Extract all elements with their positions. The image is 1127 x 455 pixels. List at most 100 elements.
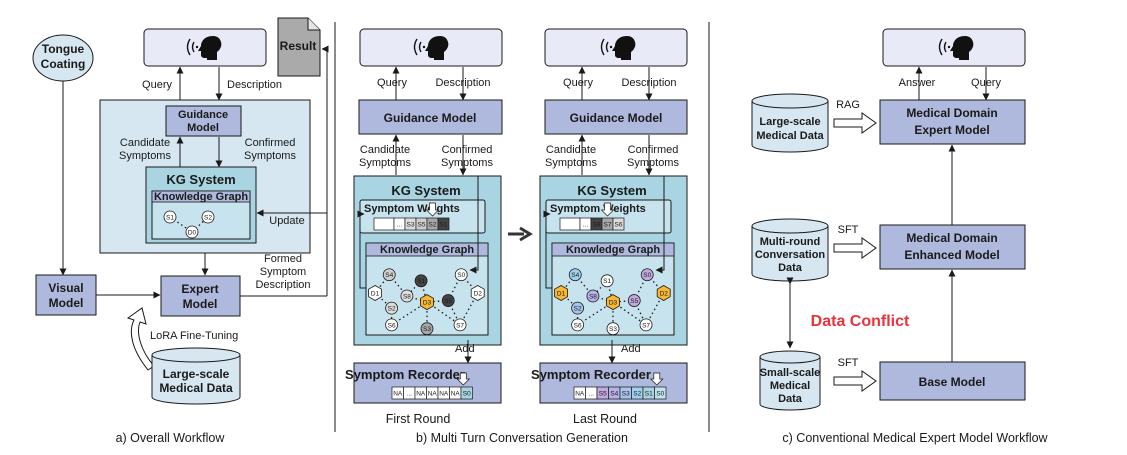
multi-label-3: Data [778, 262, 803, 274]
multi-label-2: Conversation [755, 249, 826, 261]
base-label: Base Model [919, 375, 986, 389]
node-label: S6 [574, 322, 582, 329]
disease-node [420, 294, 434, 311]
node-label: D3 [609, 299, 618, 306]
expert-model-a [160, 275, 241, 317]
svg-text:D0: D0 [188, 230, 197, 237]
recorder-cell-label: S0 [656, 391, 664, 398]
expert-label-2: Model [183, 297, 218, 311]
multi-label-1: Multi-round [760, 236, 820, 248]
visual-model [35, 274, 97, 316]
enhanced-model-c [879, 224, 1026, 270]
recorder-cell-label: NA [451, 391, 461, 398]
svg-text:S1: S1 [166, 215, 174, 222]
query-label-b2: Query [563, 77, 593, 89]
node-label: D2 [660, 290, 669, 297]
description-label-a: Description [227, 79, 282, 91]
confirmed-label-2: Symptoms [244, 150, 296, 162]
weight-cell-label: S3 [407, 222, 415, 229]
add-label-b1: Add [455, 343, 475, 355]
knowledge-graph-label-b2: Knowledge Graph [566, 244, 660, 256]
rag-label: RAG [836, 99, 860, 111]
caption-a: a) Overall Workflow [116, 431, 226, 445]
symptom-node [441, 294, 455, 307]
result-document-icon: Result [277, 17, 321, 77]
node-label: D1 [557, 290, 566, 297]
graph-edge [592, 295, 614, 303]
candidate-b1-1: Candidate [360, 144, 410, 156]
disease-node [368, 285, 382, 301]
query-label-b1: Query [377, 77, 407, 89]
expert-model-c [879, 99, 1026, 145]
recorder-cell-label: NA [416, 391, 426, 398]
large-data-label-1: Large-scale [759, 116, 820, 128]
candidate-b2-2: Symptoms [545, 157, 597, 169]
recorder-arrow-icon [649, 372, 664, 386]
node-label: S2 [574, 306, 582, 313]
recorder-cell-label: S4 [610, 391, 618, 398]
formed-label-2: Symptom [260, 266, 306, 278]
data-conflict-label: Data Conflict [811, 313, 910, 330]
small-label-1: Small-scale [760, 367, 821, 379]
small-data-cylinder: Small-scale Medical Data [759, 350, 821, 411]
symptom-node [453, 318, 467, 332]
symptom-node [627, 294, 641, 307]
enhanced-label-2: Enhanced Model [904, 248, 999, 262]
tongue-label-1: Tongue [42, 42, 85, 56]
guidance-label-b2: Guidance Model [570, 111, 663, 125]
node-label: D3 [423, 299, 432, 306]
recorder-cell-label: ... [407, 391, 413, 398]
symptom-node [385, 318, 399, 332]
guidance-model-b1 [358, 99, 503, 135]
node-label: S3 [609, 326, 617, 333]
recorder-cell-label: NA [439, 391, 449, 398]
answer-label: Answer [899, 77, 936, 89]
symptom-node [571, 318, 584, 332]
candidate-label-2: Symptoms [119, 150, 171, 162]
down-arrow-icon [600, 202, 615, 217]
large-data-cylinder-c: Large-scale Medical Data [751, 93, 829, 153]
sft-arrow-icon-2 [833, 370, 877, 392]
weight-cell-label: ... [397, 222, 403, 229]
recorder-label-b1: Symptom Recorder [345, 367, 465, 382]
node-label: S5 [630, 298, 638, 305]
recorder-label-b2: Symptom Recorder [531, 367, 651, 382]
node-label: S7 [642, 322, 650, 329]
node-label: S2 [388, 306, 396, 313]
expert-c-label-2: Expert Model [914, 123, 989, 137]
expert-c-label-1: Medical Domain [906, 106, 997, 120]
disease-node [606, 294, 620, 311]
node-s2-a [201, 210, 215, 224]
node-label: S3 [423, 326, 431, 333]
result-label: Result [280, 39, 317, 53]
candidate-b2-1: Candidate [546, 144, 596, 156]
last-round-label: Last Round [573, 412, 637, 426]
weight-cell-label: ... [583, 222, 589, 229]
description-label-b2: Description [621, 77, 676, 89]
tongue-label-2: Coating [41, 57, 86, 71]
weight-cell-label: S8 [593, 222, 601, 229]
first-round-label: First Round [386, 412, 451, 426]
base-model-c [879, 361, 1026, 401]
enhanced-label-1: Medical Domain [906, 231, 997, 245]
confirmed-label-1: Confirmed [245, 137, 296, 149]
recorder-cell-label: ... [589, 391, 595, 398]
weight-cell-label: S6 [615, 222, 623, 229]
sft-arrow-icon-1 [833, 237, 877, 259]
sft-label-1: SFT [838, 224, 859, 236]
node-s1-a [163, 210, 177, 224]
medical-data-cylinder-a: Large-scale Medical Data [151, 347, 241, 405]
disease-node [470, 285, 485, 301]
lora-label: LoRA Fine-Tuning [150, 330, 238, 342]
guidance-label-b1: Guidance Model [384, 111, 477, 125]
recorder-cell-label: S0 [463, 391, 471, 398]
large-data-label-2: Medical Data [756, 130, 824, 142]
add-label-b2: Add [621, 343, 641, 355]
node-label: D1 [371, 290, 380, 297]
weight-cell [612, 217, 625, 231]
node-label: S5 [444, 298, 452, 305]
weight-cell-label: S5 [418, 222, 426, 229]
guidance-label-2: Model [187, 122, 219, 134]
candidate-b1-2: Symptoms [359, 157, 411, 169]
weight-cell-label: S1 [440, 222, 448, 229]
